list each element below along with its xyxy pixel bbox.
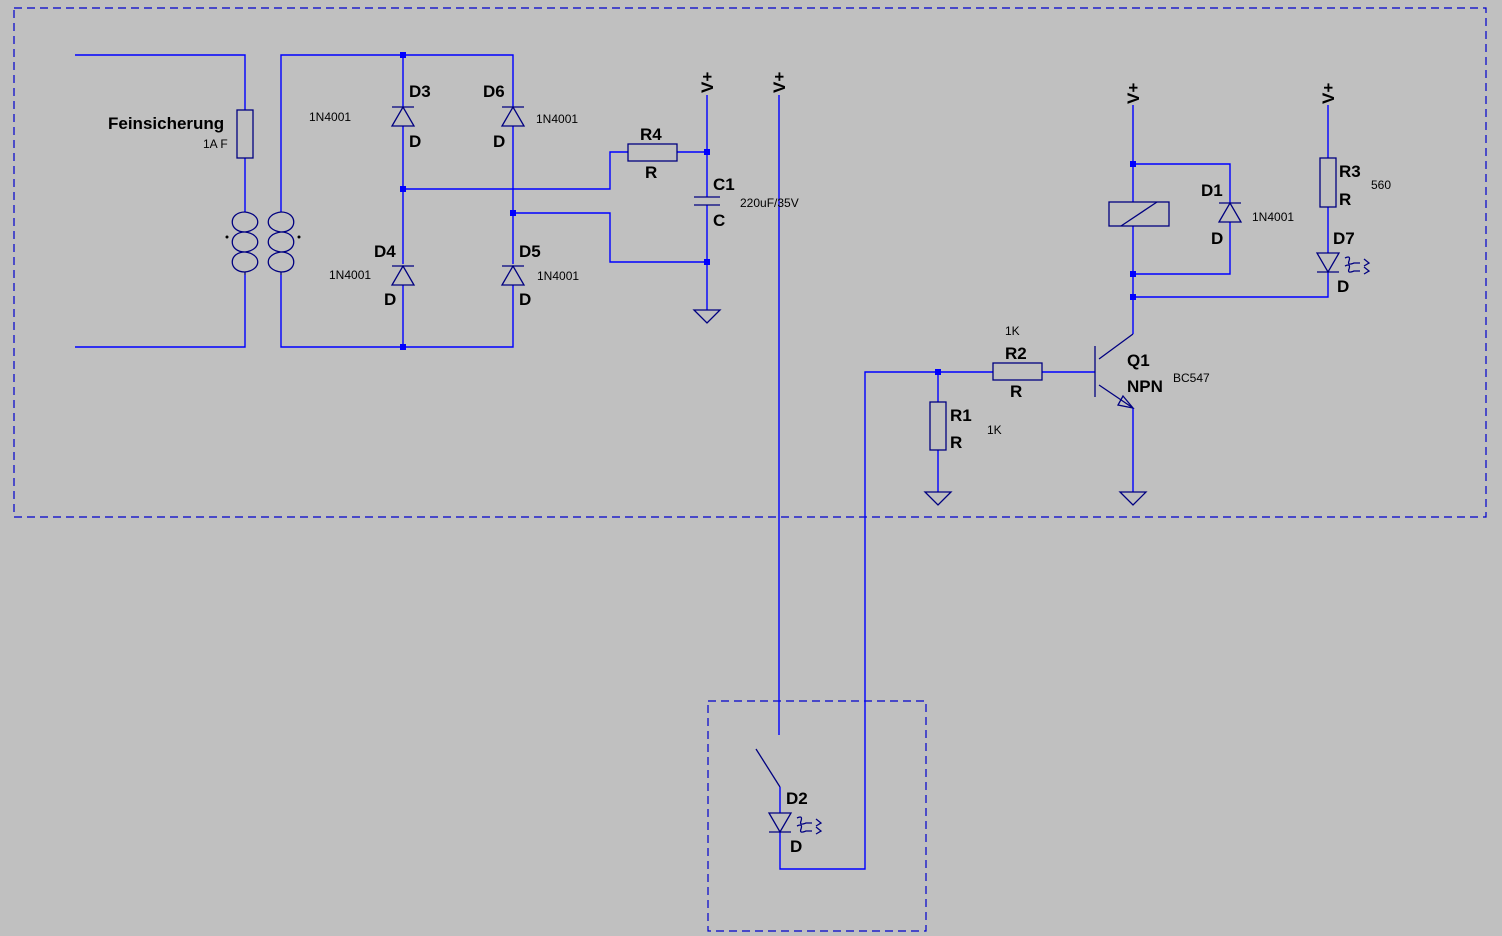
d4-type: D <box>384 290 396 309</box>
r4-name: R4 <box>640 125 662 144</box>
vplus-label-4: V+ <box>1319 83 1338 104</box>
d5-diode-symbol <box>500 264 526 286</box>
switch-symbol <box>755 748 781 813</box>
r4-type: R <box>645 163 657 182</box>
remote-led-boundary <box>707 700 927 932</box>
c1-type: C <box>713 211 725 230</box>
c1-capacitor-symbol <box>694 196 720 206</box>
d1-diode-symbol <box>1217 201 1243 223</box>
q1-value: BC547 <box>1173 371 1210 385</box>
transformer-symbol <box>225 211 301 275</box>
r3-name: R3 <box>1339 162 1361 181</box>
r1-value: 1K <box>987 423 1002 437</box>
wires <box>75 54 1329 870</box>
fuse-value: 1A F <box>203 137 228 151</box>
vplus-label-3: V+ <box>1124 83 1143 104</box>
d1-value: 1N4001 <box>1252 210 1294 224</box>
d1-type: D <box>1211 229 1223 248</box>
fuse-symbol <box>236 109 254 159</box>
ground-symbol-q1 <box>1118 491 1148 506</box>
d5-value: 1N4001 <box>537 269 579 283</box>
d4-value: 1N4001 <box>329 268 371 282</box>
d4-diode-symbol <box>390 264 416 286</box>
q1-name: Q1 <box>1127 351 1150 370</box>
vplus-label-2: V+ <box>770 72 789 93</box>
d3-diode-symbol <box>390 105 416 127</box>
r1-type: R <box>950 433 962 452</box>
d3-type: D <box>409 132 421 151</box>
r4-resistor-symbol <box>627 143 678 162</box>
d7-led-symbol <box>1315 252 1371 275</box>
d7-name: D7 <box>1333 229 1355 248</box>
junction-dots <box>400 52 1136 375</box>
ground-symbol-bridge <box>692 309 722 324</box>
d6-type: D <box>493 132 505 151</box>
d3-name: D3 <box>409 82 431 101</box>
r2-name: R2 <box>1005 344 1027 363</box>
r2-value: 1K <box>1005 324 1020 338</box>
q1-transistor-symbol <box>1094 333 1135 409</box>
d7-type: D <box>1337 277 1349 296</box>
d5-type: D <box>519 290 531 309</box>
main-board-boundary <box>13 7 1487 518</box>
d2-type: D <box>790 837 802 856</box>
r3-resistor-symbol <box>1319 157 1337 208</box>
d6-diode-symbol <box>500 105 526 127</box>
r2-resistor-symbol <box>992 362 1043 381</box>
d3-value: 1N4001 <box>309 110 351 124</box>
r1-resistor-symbol <box>929 401 947 451</box>
vplus-flag-4: V+ <box>1319 83 1338 104</box>
vplus-flag-2: V+ <box>770 72 789 93</box>
vplus-label-1: V+ <box>698 72 717 93</box>
d4-name: D4 <box>374 242 396 261</box>
relay-coil-symbol <box>1108 201 1170 227</box>
d6-name: D6 <box>483 82 505 101</box>
c1-name: C1 <box>713 175 735 194</box>
fuse-name: Feinsicherung <box>108 114 224 133</box>
ground-symbol-r1 <box>923 491 953 506</box>
r3-type: R <box>1339 190 1351 209</box>
d5-name: D5 <box>519 242 541 261</box>
q1-type: NPN <box>1127 377 1163 396</box>
r3-value: 560 <box>1371 178 1391 192</box>
d2-name: D2 <box>786 789 808 808</box>
vplus-flag-1: V+ <box>698 72 717 93</box>
c1-value: 220uF/35V <box>740 196 799 210</box>
d6-value: 1N4001 <box>536 112 578 126</box>
r1-name: R1 <box>950 406 972 425</box>
r2-type: R <box>1010 382 1022 401</box>
d1-name: D1 <box>1201 181 1223 200</box>
d2-led-symbol <box>767 812 823 835</box>
vplus-flag-3: V+ <box>1124 83 1143 104</box>
